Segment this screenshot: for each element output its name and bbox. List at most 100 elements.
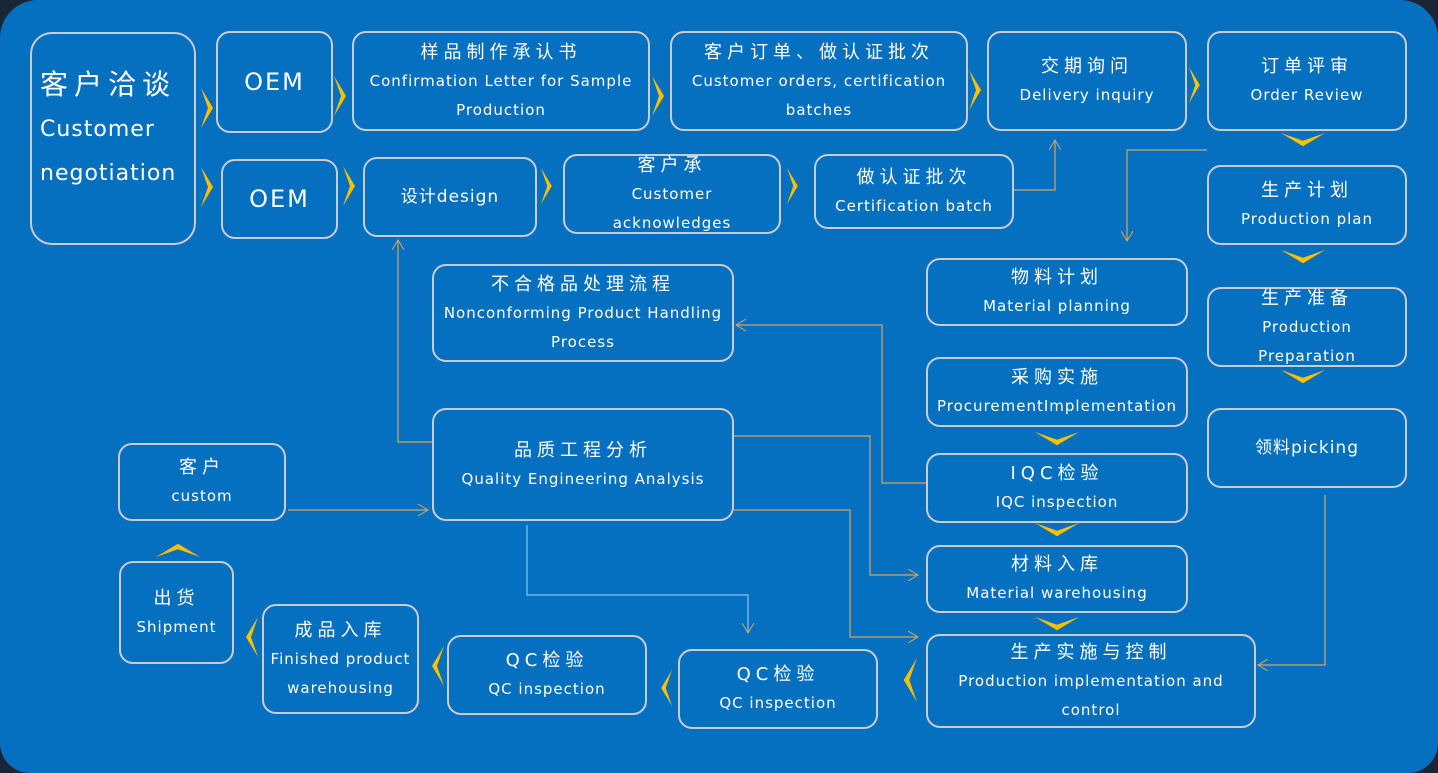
node-zh: 生产准备 [1261, 287, 1353, 309]
node-label: OEM [244, 67, 305, 96]
chevron-right-icon [201, 88, 213, 128]
node-en: Customer [40, 117, 155, 142]
chevron-up-icon [156, 543, 200, 557]
chevron-right-icon [652, 76, 664, 116]
node-design: 设计design [363, 157, 537, 237]
node-en: Customer orders, certification batches [691, 71, 947, 119]
node-zh: 客户承 [637, 154, 707, 176]
node-shipment: 出货 Shipment [119, 561, 234, 664]
chevron-left-icon [246, 617, 258, 657]
node-sample-letter: 样品制作承认书 Confirmation Letter for Sample Pr… [352, 31, 650, 131]
connector-quality-to-qc [526, 525, 748, 633]
node-qc2: QC检验 QC inspection [678, 649, 878, 729]
node-qc1: QC检验 QC inspection [447, 635, 647, 715]
node-en: Production implementation and control [958, 671, 1224, 719]
node-zh: IQC检验 [1010, 463, 1104, 484]
node-en: IQC inspection [995, 493, 1119, 511]
node-material-planning: 物料计划 Material planning [926, 258, 1188, 326]
node-zh: 成品入库 [294, 619, 387, 641]
node-zh: 出货 [153, 587, 200, 609]
node-zh: 客户订单、做认证批次 [704, 41, 934, 63]
connector-review-to-material [1127, 149, 1207, 241]
chevron-right-icon [334, 76, 346, 116]
chevron-right-icon [787, 168, 798, 204]
node-label: 领料picking [1255, 437, 1359, 458]
node-oem-top: OEM [216, 31, 333, 133]
node-zh: 不合格品处理流程 [491, 273, 675, 295]
node-en: Material warehousing [966, 584, 1148, 602]
node-material-warehousing: 材料入库 Material warehousing [926, 545, 1188, 613]
node-en: QC inspection [719, 694, 837, 712]
node-en: Confirmation Letter for Sample Productio… [369, 71, 633, 119]
node-label: 设计design [400, 186, 500, 207]
node-en: Shipment [136, 617, 217, 636]
connector-picking-to-production [1258, 495, 1326, 665]
node-production-prep: 生产准备 Production Preparation [1207, 287, 1407, 367]
node-en: Customer acknowledges [612, 184, 732, 232]
node-iqc: IQC检验 IQC inspection [926, 453, 1188, 523]
node-zh: 交期询问 [1041, 56, 1133, 77]
node-zh: 物料计划 [1011, 267, 1103, 288]
node-zh: 做认证批次 [856, 166, 972, 188]
node-customer: 客户 custom [118, 443, 286, 521]
node-en: Order Review [1250, 86, 1364, 104]
node-finished-warehousing: 成品入库 Finished product warehousing [262, 604, 419, 714]
chevron-down-icon [1035, 523, 1079, 537]
chevron-right-icon [969, 70, 981, 110]
node-zh: 生产计划 [1261, 180, 1353, 201]
node-en: Nonconforming Product Handling Process [443, 303, 723, 351]
node-production-plan: 生产计划 Production plan [1207, 165, 1407, 245]
node-customer-orders: 客户订单、做认证批次 Customer orders, certification… [670, 31, 968, 131]
chevron-left-icon [903, 658, 917, 702]
node-en: Production Preparation [1258, 317, 1356, 365]
chevron-right-icon [343, 166, 355, 206]
node-en: Production plan [1241, 210, 1373, 228]
chevron-left-icon [661, 670, 672, 706]
node-nonconforming: 不合格品处理流程 Nonconforming Product Handling P… [432, 264, 734, 362]
node-en: Material planning [983, 297, 1131, 315]
node-customer-ack: 客户承 Customer acknowledges [563, 154, 781, 234]
node-en: QC inspection [488, 680, 606, 698]
chevron-down-icon [1281, 250, 1325, 264]
node-procurement: 采购实施 ProcurementImplementation [926, 357, 1188, 427]
connector-iqc-to-nonconforming [736, 325, 926, 484]
node-delivery-inquiry: 交期询问 Delivery inquiry [987, 31, 1187, 131]
connector-quality-to-warehousing [734, 435, 918, 575]
chevron-down-icon [1281, 133, 1325, 147]
node-zh: QC检验 [505, 650, 589, 671]
node-en: custom [171, 487, 233, 505]
chevron-down-icon [1035, 617, 1079, 631]
chevron-down-icon [1035, 432, 1079, 446]
node-zh: 客户洽谈 [40, 68, 177, 101]
node-order-review: 订单评审 Order Review [1207, 31, 1407, 131]
chevron-right-icon [201, 167, 213, 207]
node-en: Finished product warehousing [270, 649, 411, 697]
node-en: Certification batch [835, 196, 993, 215]
chevron-down-icon [1281, 370, 1325, 384]
node-en: negotiation [40, 161, 177, 186]
node-en: Delivery inquiry [1019, 86, 1155, 104]
node-picking: 领料picking [1207, 408, 1407, 488]
node-oem-bottom: OEM [221, 159, 338, 239]
connector-cert-to-delivery [1014, 140, 1055, 191]
node-en: ProcurementImplementation [937, 397, 1177, 415]
chevron-right-icon [541, 168, 552, 204]
node-cert-batch: 做认证批次 Certification batch [814, 154, 1014, 229]
node-zh: 样品制作承认书 [420, 41, 582, 63]
node-zh: 订单评审 [1261, 56, 1353, 77]
node-customer-negotiation: 客户洽谈 Customer negotiation [30, 32, 196, 245]
chevron-left-icon [432, 646, 444, 686]
node-zh: 客户 [179, 457, 225, 478]
node-zh: 材料入库 [1011, 554, 1103, 575]
connector-quality-to-design [398, 240, 432, 443]
node-zh: 品质工程分析 [514, 439, 652, 461]
node-zh: QC检验 [736, 664, 820, 685]
connector-quality-to-production [734, 509, 918, 637]
node-label: OEM [249, 184, 310, 213]
node-zh: 采购实施 [1011, 367, 1103, 388]
